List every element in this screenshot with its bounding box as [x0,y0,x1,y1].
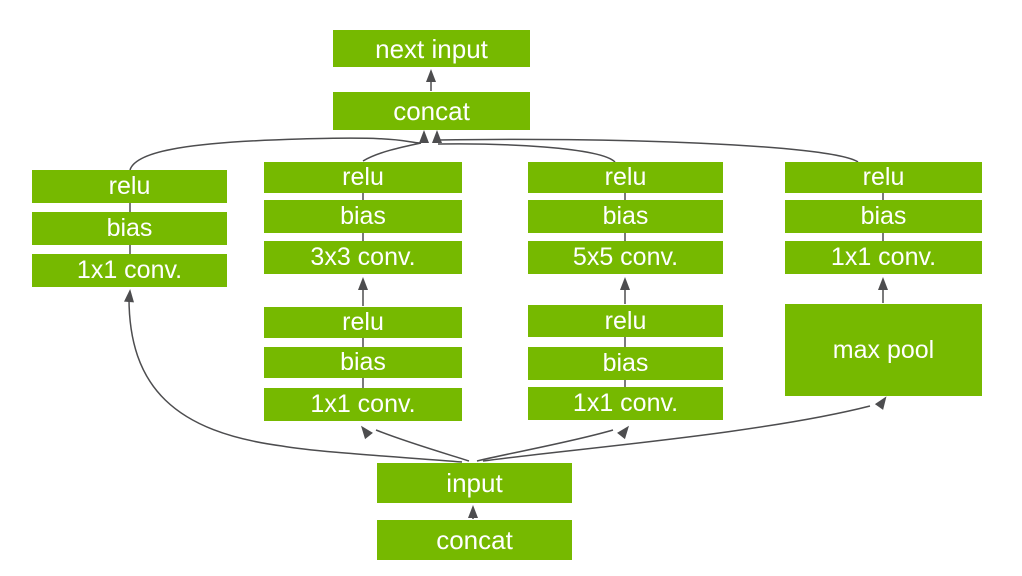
edge-branch2-to-concat [362,142,422,162]
node-concat-bottom: concat [377,520,572,560]
arrowhead-next-input [426,69,436,82]
branch3-relu-top: relu [528,162,723,193]
branch1-conv1x1: 1x1 conv. [32,254,227,287]
branch2-relu-top: relu [264,162,462,193]
branch4-bias: bias [785,200,982,233]
branch1-relu: relu [32,170,227,203]
edge-branch4-to-concat [438,138,859,163]
arrowhead-input-b4 [874,396,887,410]
branch1-bias: bias [32,212,227,245]
branch4-relu: relu [785,162,982,193]
branch3-conv1x1: 1x1 conv. [528,387,723,420]
branch2-conv3x3: 3x3 conv. [264,241,462,274]
arrowhead-input [468,505,478,518]
arrowhead-concat-left [419,130,429,143]
branch3-bias-bottom: bias [528,347,723,380]
node-concat-top: concat [333,92,530,130]
edge-input-to-branch2 [375,429,470,462]
node-next-input: next input [333,30,530,67]
edge-input-to-branch3 [476,429,614,462]
edge-branch1-to-concat [129,137,422,171]
arrowhead-input-b1 [124,289,134,303]
branch2-bias-top: bias [264,200,462,233]
node-input: input [377,463,572,503]
arrowhead-b3-conv [620,277,630,290]
arrowhead-input-b2 [360,425,373,440]
branch3-bias-top: bias [528,200,723,233]
arrowhead-concat-right [432,130,442,143]
branch4-conv1x1: 1x1 conv. [785,241,982,274]
arrowhead-b4-conv [878,277,888,290]
edge-branch3-to-concat [437,143,616,163]
branch3-relu-bottom: relu [528,305,723,337]
arrowhead-input-b3 [617,425,630,440]
branch2-relu-bottom: relu [264,307,462,338]
edge-input-to-branch1 [128,294,463,463]
arrowhead-b2-conv [358,277,368,290]
branch2-conv1x1: 1x1 conv. [264,388,462,421]
edge-input-to-branch4 [482,405,871,462]
branch2-bias-bottom: bias [264,347,462,378]
branch4-maxpool: max pool [785,304,982,396]
branch3-conv5x5: 5x5 conv. [528,241,723,274]
